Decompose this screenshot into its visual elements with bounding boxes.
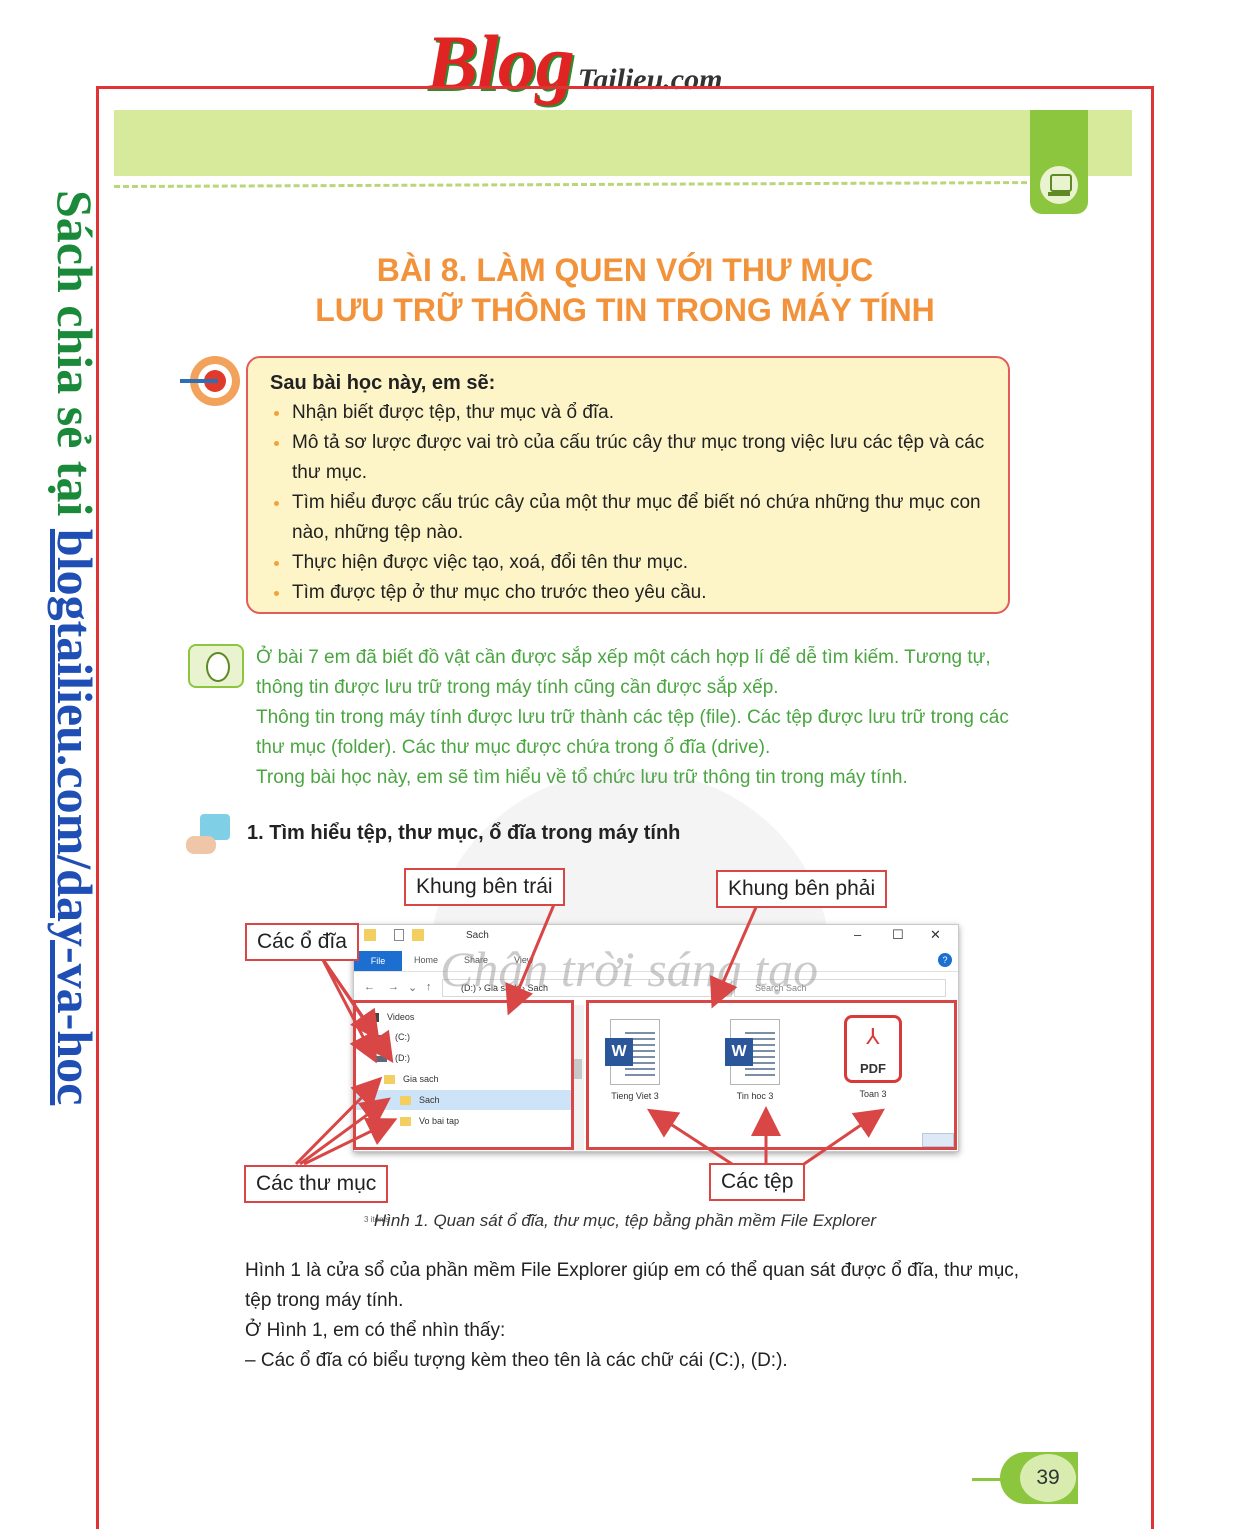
- left-pane-highlight: [353, 1000, 574, 1150]
- lightbulb-icon: [188, 644, 244, 688]
- recent-locations-icon[interactable]: ⌄: [408, 982, 418, 994]
- target-icon: [180, 356, 244, 410]
- tab-file[interactable]: File: [354, 951, 402, 971]
- forward-icon[interactable]: →: [388, 981, 399, 993]
- file-name: Toan 3: [859, 1089, 887, 1099]
- objective-item: Thực hiện được việc tạo, xoá, đổi tên th…: [270, 548, 992, 578]
- word-document-icon: W: [725, 1019, 780, 1085]
- page-frame: [96, 86, 1154, 1529]
- page-number: 39: [1036, 1466, 1060, 1489]
- side-banner-prefix: Sách chia sẻ tại: [47, 190, 103, 529]
- computer-chapter-icon: [1030, 110, 1088, 214]
- window-title: Sach: [466, 930, 489, 941]
- objective-item: Mô tả sơ lược được vai trò của cấu trúc …: [270, 428, 992, 488]
- folder-icon: [364, 929, 376, 941]
- maximize-icon[interactable]: ☐: [892, 927, 904, 942]
- lesson-title: BÀI 8. LÀM QUEN VỚI THƯ MỤC LƯU TRỮ THÔN…: [250, 250, 1000, 330]
- new-folder-icon[interactable]: [412, 929, 424, 941]
- body-paragraph: – Các ổ đĩa có biểu tượng kèm theo tên l…: [245, 1350, 788, 1371]
- minimize-icon[interactable]: –: [854, 927, 862, 942]
- objective-item: Tìm hiểu được cấu trúc cây của một thư m…: [270, 488, 992, 548]
- tree-item-sach[interactable]: Sach: [354, 1090, 572, 1110]
- close-icon[interactable]: ✕: [930, 927, 941, 942]
- folder-icon: [400, 1117, 411, 1127]
- view-toggle-buttons[interactable]: [922, 1133, 954, 1147]
- body-paragraph: Hình 1 là cửa sổ của phần mềm File Explo…: [245, 1260, 1020, 1311]
- intro-paragraph: Trong bài học này, em sẽ tìm hiểu về tổ …: [256, 767, 908, 788]
- section-heading: 1. Tìm hiểu tệp, thư mục, ổ đĩa trong má…: [247, 822, 681, 844]
- intro-paragraph: Ở bài 7 em đã biết đồ vật cần được sắp x…: [256, 647, 991, 698]
- logo-blog-text: Blog: [426, 19, 575, 106]
- objectives-box: Sau bài học này, em sẽ: Nhận biết được t…: [246, 356, 1010, 614]
- callout-files: Các tệp: [709, 1163, 806, 1201]
- objectives-list: Nhận biết được tệp, thư mục và ổ đĩa. Mô…: [270, 398, 992, 608]
- nav-scrollbar[interactable]: [572, 1005, 584, 1151]
- callout-right-pane: Khung bên phải: [716, 870, 888, 908]
- intro-paragraph: Thông tin trong máy tính được lưu trữ th…: [256, 707, 1009, 758]
- content-pane: W Tieng Viet 3 W Tin hoc 3 ⅄PDF Toan 3: [590, 1005, 958, 1151]
- tab-share[interactable]: Share: [464, 955, 489, 965]
- lesson-title-line1: BÀI 8. LÀM QUEN VỚI THƯ MỤC: [376, 252, 874, 288]
- header-band: [114, 110, 1132, 176]
- watermark-text: Chân trời sáng tạo: [440, 941, 819, 997]
- figure-caption: Hình 1. Quan sát ổ đĩa, thư mục, tệp bằn…: [373, 1211, 877, 1230]
- tree-item-gia-sach[interactable]: Gia sach: [384, 1069, 439, 1089]
- body-text: Hình 1 là cửa sổ của phần mềm File Explo…: [245, 1256, 1025, 1376]
- lesson-title-line2: LƯU TRỮ THÔNG TIN TRONG MÁY TÍNH: [315, 292, 935, 328]
- file-item[interactable]: ⅄PDF Toan 3: [828, 1015, 918, 1099]
- callout-folders: Các thư mục: [244, 1165, 389, 1203]
- objective-item: Tìm được tệp ở thư mục cho trước theo yê…: [270, 578, 992, 608]
- logo-site-text: Tailieu.com: [577, 63, 723, 96]
- status-bar-count: 3 items: [364, 1215, 390, 1224]
- word-document-icon: W: [605, 1019, 660, 1085]
- folder-icon: [384, 1075, 395, 1085]
- file-item[interactable]: W Tin hoc 3: [710, 1019, 800, 1101]
- side-banner-link[interactable]: blogtailieu.com/day-va-hoc: [47, 528, 103, 1106]
- callout-left-pane: Khung bên trái: [404, 868, 565, 906]
- page-number-tab: 39: [972, 1452, 1078, 1504]
- callout-drives: Các ổ đĩa: [245, 923, 359, 961]
- back-icon[interactable]: ←: [364, 981, 375, 993]
- intro-text: Ở bài 7 em đã biết đồ vật cần được sắp x…: [256, 643, 1036, 793]
- file-name: Tieng Viet 3: [611, 1091, 659, 1101]
- body-paragraph: Ở Hình 1, em có thể nhìn thấy:: [245, 1320, 506, 1341]
- pdf-document-icon: ⅄PDF: [844, 1015, 902, 1083]
- file-item[interactable]: W Tieng Viet 3: [590, 1019, 680, 1101]
- activity-icon: [186, 812, 240, 856]
- tab-home[interactable]: Home: [414, 955, 439, 965]
- help-icon[interactable]: ?: [938, 953, 952, 967]
- objective-item: Nhận biết được tệp, thư mục và ổ đĩa.: [270, 398, 992, 428]
- folder-icon: [400, 1096, 411, 1106]
- properties-icon[interactable]: [394, 929, 404, 941]
- right-pane-highlight: [586, 1000, 957, 1150]
- window-titlebar: Sach – ☐ ✕: [354, 925, 958, 947]
- address-row: ← → ⌄ ↑ (D:) › Gia sach › Sach Search Sa…: [354, 977, 958, 999]
- objectives-heading: Sau bài học này, em sẽ:: [270, 372, 496, 394]
- tree-item-vo-bai-tap[interactable]: Vo bai tap: [400, 1111, 459, 1131]
- up-icon[interactable]: ↑: [426, 981, 432, 993]
- file-name: Tin hoc 3: [736, 1091, 774, 1101]
